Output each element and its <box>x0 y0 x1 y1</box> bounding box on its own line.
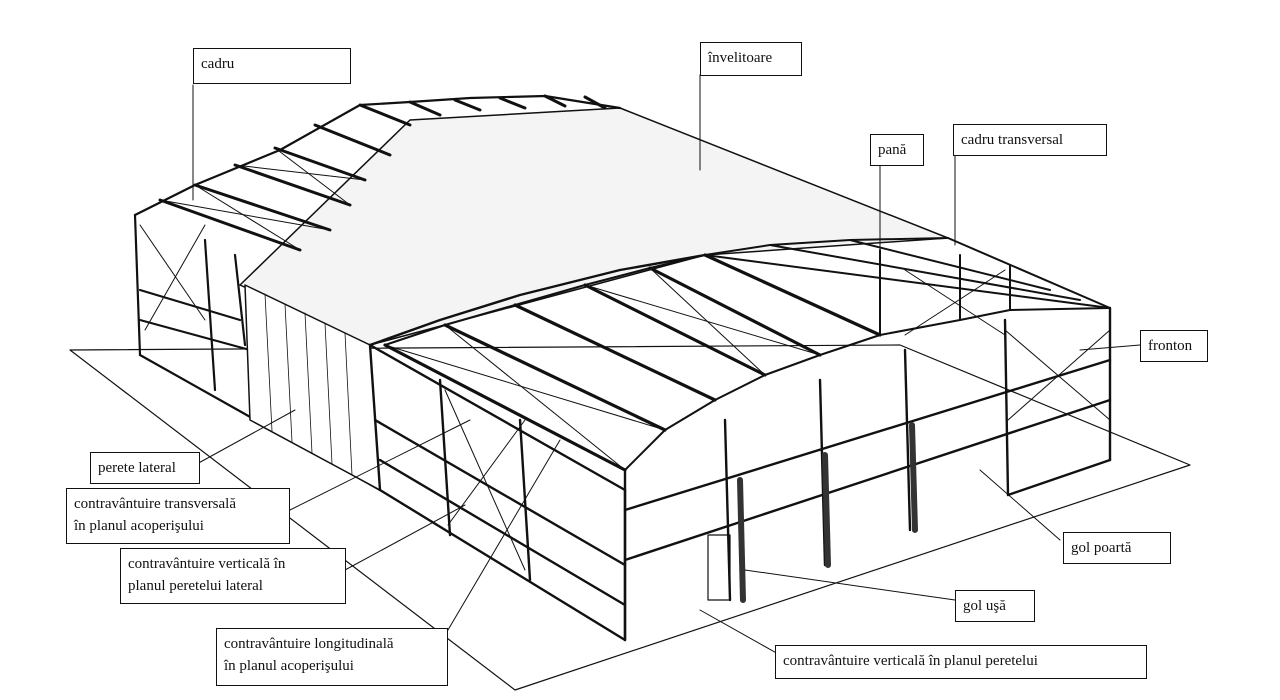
leader-lines <box>192 74 1141 656</box>
label-gol-usa: gol uşă <box>955 590 1035 622</box>
label-cadru: cadru <box>193 48 351 84</box>
right-roof-grid <box>704 237 1111 336</box>
gable-bracing <box>904 269 1111 421</box>
gate-posts <box>737 422 918 603</box>
side-wall-seams <box>264 293 353 476</box>
label-contravantuire-longitudinala-line2: în planul acoperişului <box>224 658 354 674</box>
label-contravantuire-transversala: contravântuire transversală în planul ac… <box>66 488 290 544</box>
label-contravantuire-longitudinala-line1: contravântuire longitudinală <box>224 636 394 652</box>
label-fronton: fronton <box>1140 330 1208 362</box>
back-roof-bracing <box>139 147 366 331</box>
front-roof-bracing <box>384 267 821 471</box>
door-opening <box>707 534 731 601</box>
label-contravantuire-verticala-line2: planul peretelui lateral <box>128 578 263 594</box>
back-roof-trusses <box>158 94 607 252</box>
label-contravantuire-transversala-line2: în planul acoperişului <box>74 518 204 534</box>
roof-cladding <box>239 107 949 346</box>
front-roof-purlins <box>383 253 882 472</box>
label-contravantuire-verticala-lateral: contravântuire verticală în planul peret… <box>120 548 346 604</box>
label-gol-poarta: gol poartă <box>1063 532 1171 564</box>
label-perete-lateral: perete lateral <box>90 452 200 484</box>
label-invelitoare: învelitoare <box>700 42 802 76</box>
label-contravantuire-longitudinala: contravântuire longitudinală în planul a… <box>216 628 448 686</box>
label-contravantuire-verticala-perete: contravântuire verticală în planul peret… <box>775 645 1147 679</box>
label-contravantuire-verticala-line1: contravântuire verticală în <box>128 556 286 572</box>
label-cadru-transversal: cadru transversal <box>953 124 1107 156</box>
label-contravantuire-transversala-line1: contravântuire transversală <box>74 496 237 512</box>
label-pana: pană <box>870 134 924 166</box>
